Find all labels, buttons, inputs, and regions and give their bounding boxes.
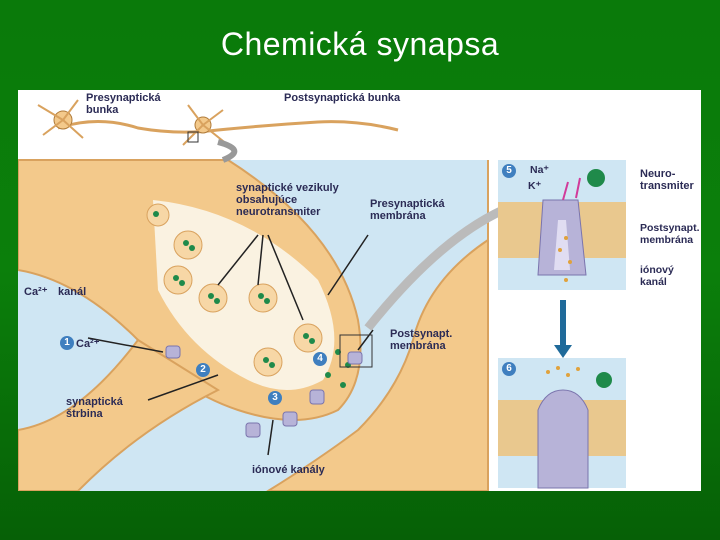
step-badge-6: 6 (502, 362, 516, 376)
inset-5 (498, 160, 626, 290)
neurotransmitter-label: Neuro- transmiter (640, 168, 694, 192)
presynaptic-cell-label: Presynaptická bunka (86, 92, 161, 116)
zoom-arrow (364, 205, 505, 331)
na-ion-label: Na⁺ (530, 164, 549, 176)
step-badge-1: 1 (60, 336, 74, 350)
slide-title: Chemická synapsa (220, 26, 500, 62)
ion-channel-inset-label: iónový kanál (640, 264, 674, 288)
vesicles (146, 203, 351, 388)
zoom-box (339, 334, 373, 368)
inset-6 (498, 358, 626, 489)
ion-channels-label: iónové kanály (252, 464, 325, 476)
ca-channel-label: kanál (58, 286, 87, 298)
postsynaptic-membrane-label: Postsynapt. membrána (390, 328, 453, 352)
vesicles-label: synaptické vezikuly obsahujúce neurotran… (236, 182, 339, 218)
ca-ion-label: Ca²⁺ (76, 338, 100, 350)
step-badge-4: 4 (313, 352, 327, 366)
membrane-channels (165, 345, 363, 438)
diagram-artwork (18, 99, 626, 491)
synaptic-cleft-label: synaptická štrbina (66, 396, 123, 420)
pointer-arrows (87, 234, 374, 456)
postsynaptic-membrane-inset-label: Postsynapt. membrána (640, 222, 700, 246)
neuron-overview (37, 99, 399, 146)
step-badge-3: 3 (268, 391, 282, 405)
presynaptic-membrane-label: Presynaptická membrána (370, 198, 445, 222)
step-badge-2: 2 (196, 363, 210, 377)
ca-channel-ion-label: Ca²⁺ (24, 286, 48, 298)
postsynaptic-cell-label: Postsynaptická bunka (284, 92, 401, 104)
k-ion-label: K⁺ (528, 180, 542, 192)
postsynaptic-cell (266, 160, 489, 491)
axon-branch (18, 338, 221, 491)
step-badge-5: 5 (502, 164, 516, 178)
synapse-diagram: 1 2 3 4 5 6 Presynaptická bunka Postsyna… (18, 90, 701, 491)
